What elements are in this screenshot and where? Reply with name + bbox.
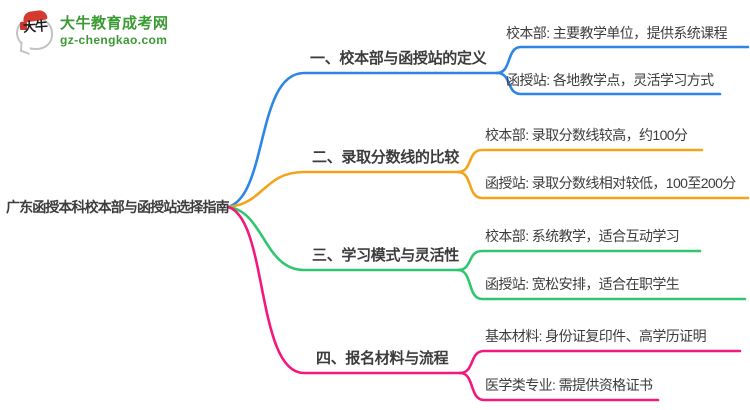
branch-2-child-2: 函授站: 录取分数线相对较低，100至200分 <box>485 175 736 191</box>
logo-site-name: 大牛教育成考网 <box>60 15 169 32</box>
branch-2-lines <box>226 148 750 209</box>
logo-site-domain: gz-chengkao.com <box>60 33 168 47</box>
root-node: 广东函授本科校本部与函授站选择指南 <box>6 199 230 215</box>
branch-1-child-1: 校本部: 主要教学单位，提供系统课程 <box>506 25 728 41</box>
branch-3-lines <box>226 205 747 301</box>
branch-1-lines <box>226 45 750 209</box>
branch-1-child-2: 函授站: 各地教学点，灵活学习方式 <box>506 72 714 88</box>
branch-4-lines <box>226 205 742 402</box>
branch-4-child-2: 医学类专业: 需提供资格证书 <box>485 377 653 393</box>
branch-2-label: 二、录取分数线的比较 <box>312 149 460 166</box>
logo-red-seal <box>20 22 27 30</box>
branch-4-child-1: 基本材料: 身份证复印件、高学历证明 <box>485 328 707 344</box>
branch-3-child-1: 校本部: 系统教学，适合互动学习 <box>485 228 680 244</box>
logo-bubble-icon: 大牛 <box>14 9 54 55</box>
branch-1-label: 一、校本部与函授站的定义 <box>310 50 487 67</box>
branch-2-child-1: 校本部: 录取分数线较高，约100分 <box>485 127 688 143</box>
site-logo: 大牛 大牛教育成考网 gz-chengkao.com <box>14 9 169 55</box>
logo-calligraphy-text: 大牛 <box>22 18 48 35</box>
logo-text-block: 大牛教育成考网 gz-chengkao.com <box>60 10 169 48</box>
branch-3-child-2: 函授站: 宽松安排，适合在职学生 <box>485 276 680 292</box>
branch-3-label: 三、学习模式与灵活性 <box>312 247 460 264</box>
branch-4-label: 四、报名材料与流程 <box>316 350 449 367</box>
